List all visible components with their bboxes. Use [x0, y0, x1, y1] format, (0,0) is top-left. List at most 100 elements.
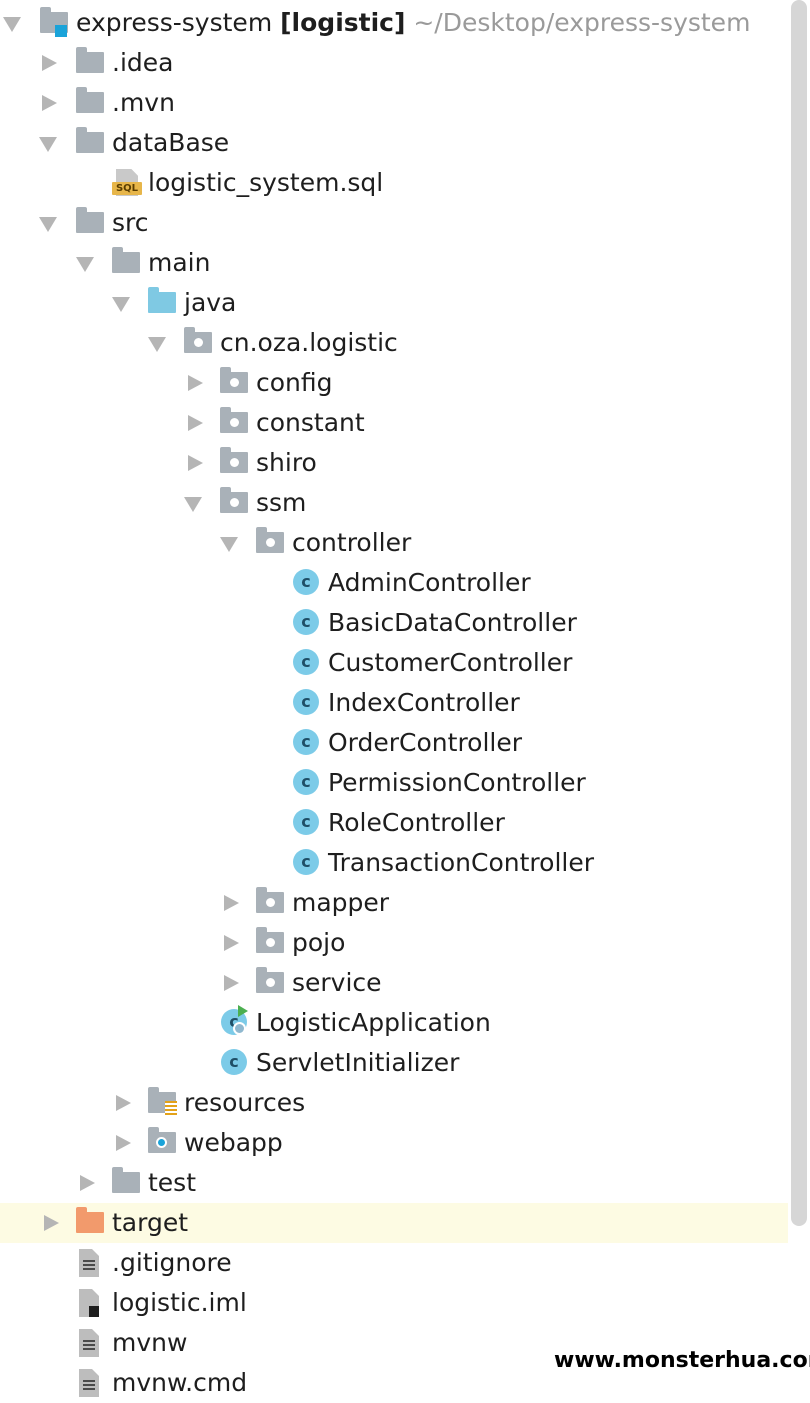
spring-boot-class-icon: c: [220, 1005, 248, 1037]
class-icon: c: [292, 649, 320, 677]
expand-arrow-icon[interactable]: [184, 497, 202, 512]
tree-row-class[interactable]: c AdminController: [0, 563, 788, 603]
tree-row-class[interactable]: c IndexController: [0, 683, 788, 723]
tree-row-shiro[interactable]: shiro: [0, 443, 788, 483]
tree-row-class[interactable]: c RoleController: [0, 803, 788, 843]
collapse-arrow-icon[interactable]: [42, 55, 57, 71]
collapse-arrow-icon[interactable]: [188, 415, 203, 431]
excluded-folder-icon: [76, 1207, 104, 1237]
tree-row-class[interactable]: c BasicDataController: [0, 603, 788, 643]
collapse-arrow-icon[interactable]: [80, 1175, 95, 1191]
package-icon: [256, 967, 284, 997]
collapse-arrow-icon[interactable]: [44, 1215, 59, 1231]
tree-row-resources[interactable]: resources: [0, 1083, 788, 1123]
expand-arrow-icon[interactable]: [148, 337, 166, 352]
folder-icon: [76, 127, 104, 157]
module-folder-icon: [40, 7, 68, 37]
tree-row-target[interactable]: target: [0, 1203, 788, 1243]
class-icon: c: [292, 769, 320, 797]
tree-row-logistic-iml[interactable]: logistic.iml: [0, 1283, 788, 1323]
tree-item-label: OrderController: [328, 728, 523, 757]
tree-row-test[interactable]: test: [0, 1163, 788, 1203]
tree-item-label: .idea: [112, 48, 174, 77]
collapse-arrow-icon[interactable]: [116, 1095, 131, 1111]
expand-arrow-icon[interactable]: [76, 257, 94, 272]
expand-arrow-icon[interactable]: [39, 217, 57, 232]
tree-item-label: mapper: [292, 888, 390, 917]
folder-icon: [76, 87, 104, 117]
tree-row-service[interactable]: service: [0, 963, 788, 1003]
class-icon: c: [220, 1049, 248, 1077]
class-icon: c: [292, 849, 320, 877]
tree-row-class[interactable]: c TransactionController: [0, 843, 788, 883]
folder-icon: [112, 1167, 140, 1197]
tree-row-class[interactable]: c OrderController: [0, 723, 788, 763]
tree-item-label: .gitignore: [112, 1248, 232, 1277]
folder-icon: [76, 47, 104, 77]
tree-row-logistic-application[interactable]: c LogisticApplication: [0, 1003, 788, 1043]
source-folder-icon: [148, 287, 176, 317]
expand-arrow-icon[interactable]: [112, 297, 130, 312]
tree-row-gitignore[interactable]: .gitignore: [0, 1243, 788, 1283]
package-icon: [256, 527, 284, 557]
gear-icon: [233, 1022, 246, 1035]
package-icon: [220, 487, 248, 517]
tree-row-idea[interactable]: .idea: [0, 43, 788, 83]
project-path: ~/Desktop/express-system: [413, 8, 751, 37]
tree-item-label: cn.oza.logistic: [220, 328, 398, 357]
tree-item-label: service: [292, 968, 382, 997]
tree-row-webapp[interactable]: webapp: [0, 1123, 788, 1163]
tree-row-constant[interactable]: constant: [0, 403, 788, 443]
web-folder-icon: [148, 1127, 176, 1157]
tree-row-class[interactable]: c CustomerController: [0, 643, 788, 683]
package-icon: [256, 887, 284, 917]
tree-row-pojo[interactable]: pojo: [0, 923, 788, 963]
text-file-icon: [76, 1249, 104, 1277]
expand-arrow-icon[interactable]: [3, 17, 21, 32]
tree-row-project-root[interactable]: express-system [logistic] ~/Desktop/expr…: [0, 3, 788, 43]
tree-item-label: ServletInitializer: [256, 1048, 460, 1077]
tree-item-label: LogisticApplication: [256, 1008, 491, 1037]
tree-item-label: CustomerController: [328, 648, 573, 677]
tree-item-label: config: [256, 368, 333, 397]
tree-item-label: IndexController: [328, 688, 520, 717]
tree-row-package[interactable]: cn.oza.logistic: [0, 323, 788, 363]
tree-item-label: java: [184, 288, 237, 317]
tree-item-label: target: [112, 1208, 189, 1237]
class-icon: c: [292, 809, 320, 837]
collapse-arrow-icon[interactable]: [188, 455, 203, 471]
tree-item-label: logistic.iml: [112, 1288, 247, 1317]
tree-row-mvnw[interactable]: mvnw: [0, 1323, 788, 1363]
expand-arrow-icon[interactable]: [39, 137, 57, 152]
tree-row-src[interactable]: src: [0, 203, 788, 243]
tree-row-class[interactable]: c PermissionController: [0, 763, 788, 803]
tree-row-servlet-initializer[interactable]: c ServletInitializer: [0, 1043, 788, 1083]
tree-item-label: controller: [292, 528, 412, 557]
collapse-arrow-icon[interactable]: [188, 375, 203, 391]
watermark: www.monsterhua.com: [548, 1344, 810, 1390]
collapse-arrow-icon[interactable]: [116, 1135, 131, 1151]
vertical-scrollbar[interactable]: [791, 0, 807, 1226]
collapse-arrow-icon[interactable]: [224, 935, 239, 951]
class-icon: c: [292, 609, 320, 637]
class-icon: c: [292, 729, 320, 757]
tree-row-main[interactable]: main: [0, 243, 788, 283]
collapse-arrow-icon[interactable]: [224, 895, 239, 911]
tree-row-sql-file[interactable]: SQL logistic_system.sql: [0, 163, 788, 203]
project-name: express-system: [76, 8, 273, 37]
tree-row-mvn[interactable]: .mvn: [0, 83, 788, 123]
tree-row-mapper[interactable]: mapper: [0, 883, 788, 923]
collapse-arrow-icon[interactable]: [224, 975, 239, 991]
tree-row-controller[interactable]: controller: [0, 523, 788, 563]
tree-item-label: RoleController: [328, 808, 505, 837]
tree-row-java[interactable]: java: [0, 283, 788, 323]
text-file-icon: [76, 1329, 104, 1357]
tree-item-label: logistic_system.sql: [148, 168, 384, 197]
tree-row-ssm[interactable]: ssm: [0, 483, 788, 523]
tree-row-database[interactable]: dataBase: [0, 123, 788, 163]
module-name: [logistic]: [280, 8, 406, 37]
expand-arrow-icon[interactable]: [220, 537, 238, 552]
tree-item-label: pojo: [292, 928, 346, 957]
tree-row-config[interactable]: config: [0, 363, 788, 403]
collapse-arrow-icon[interactable]: [42, 95, 57, 111]
